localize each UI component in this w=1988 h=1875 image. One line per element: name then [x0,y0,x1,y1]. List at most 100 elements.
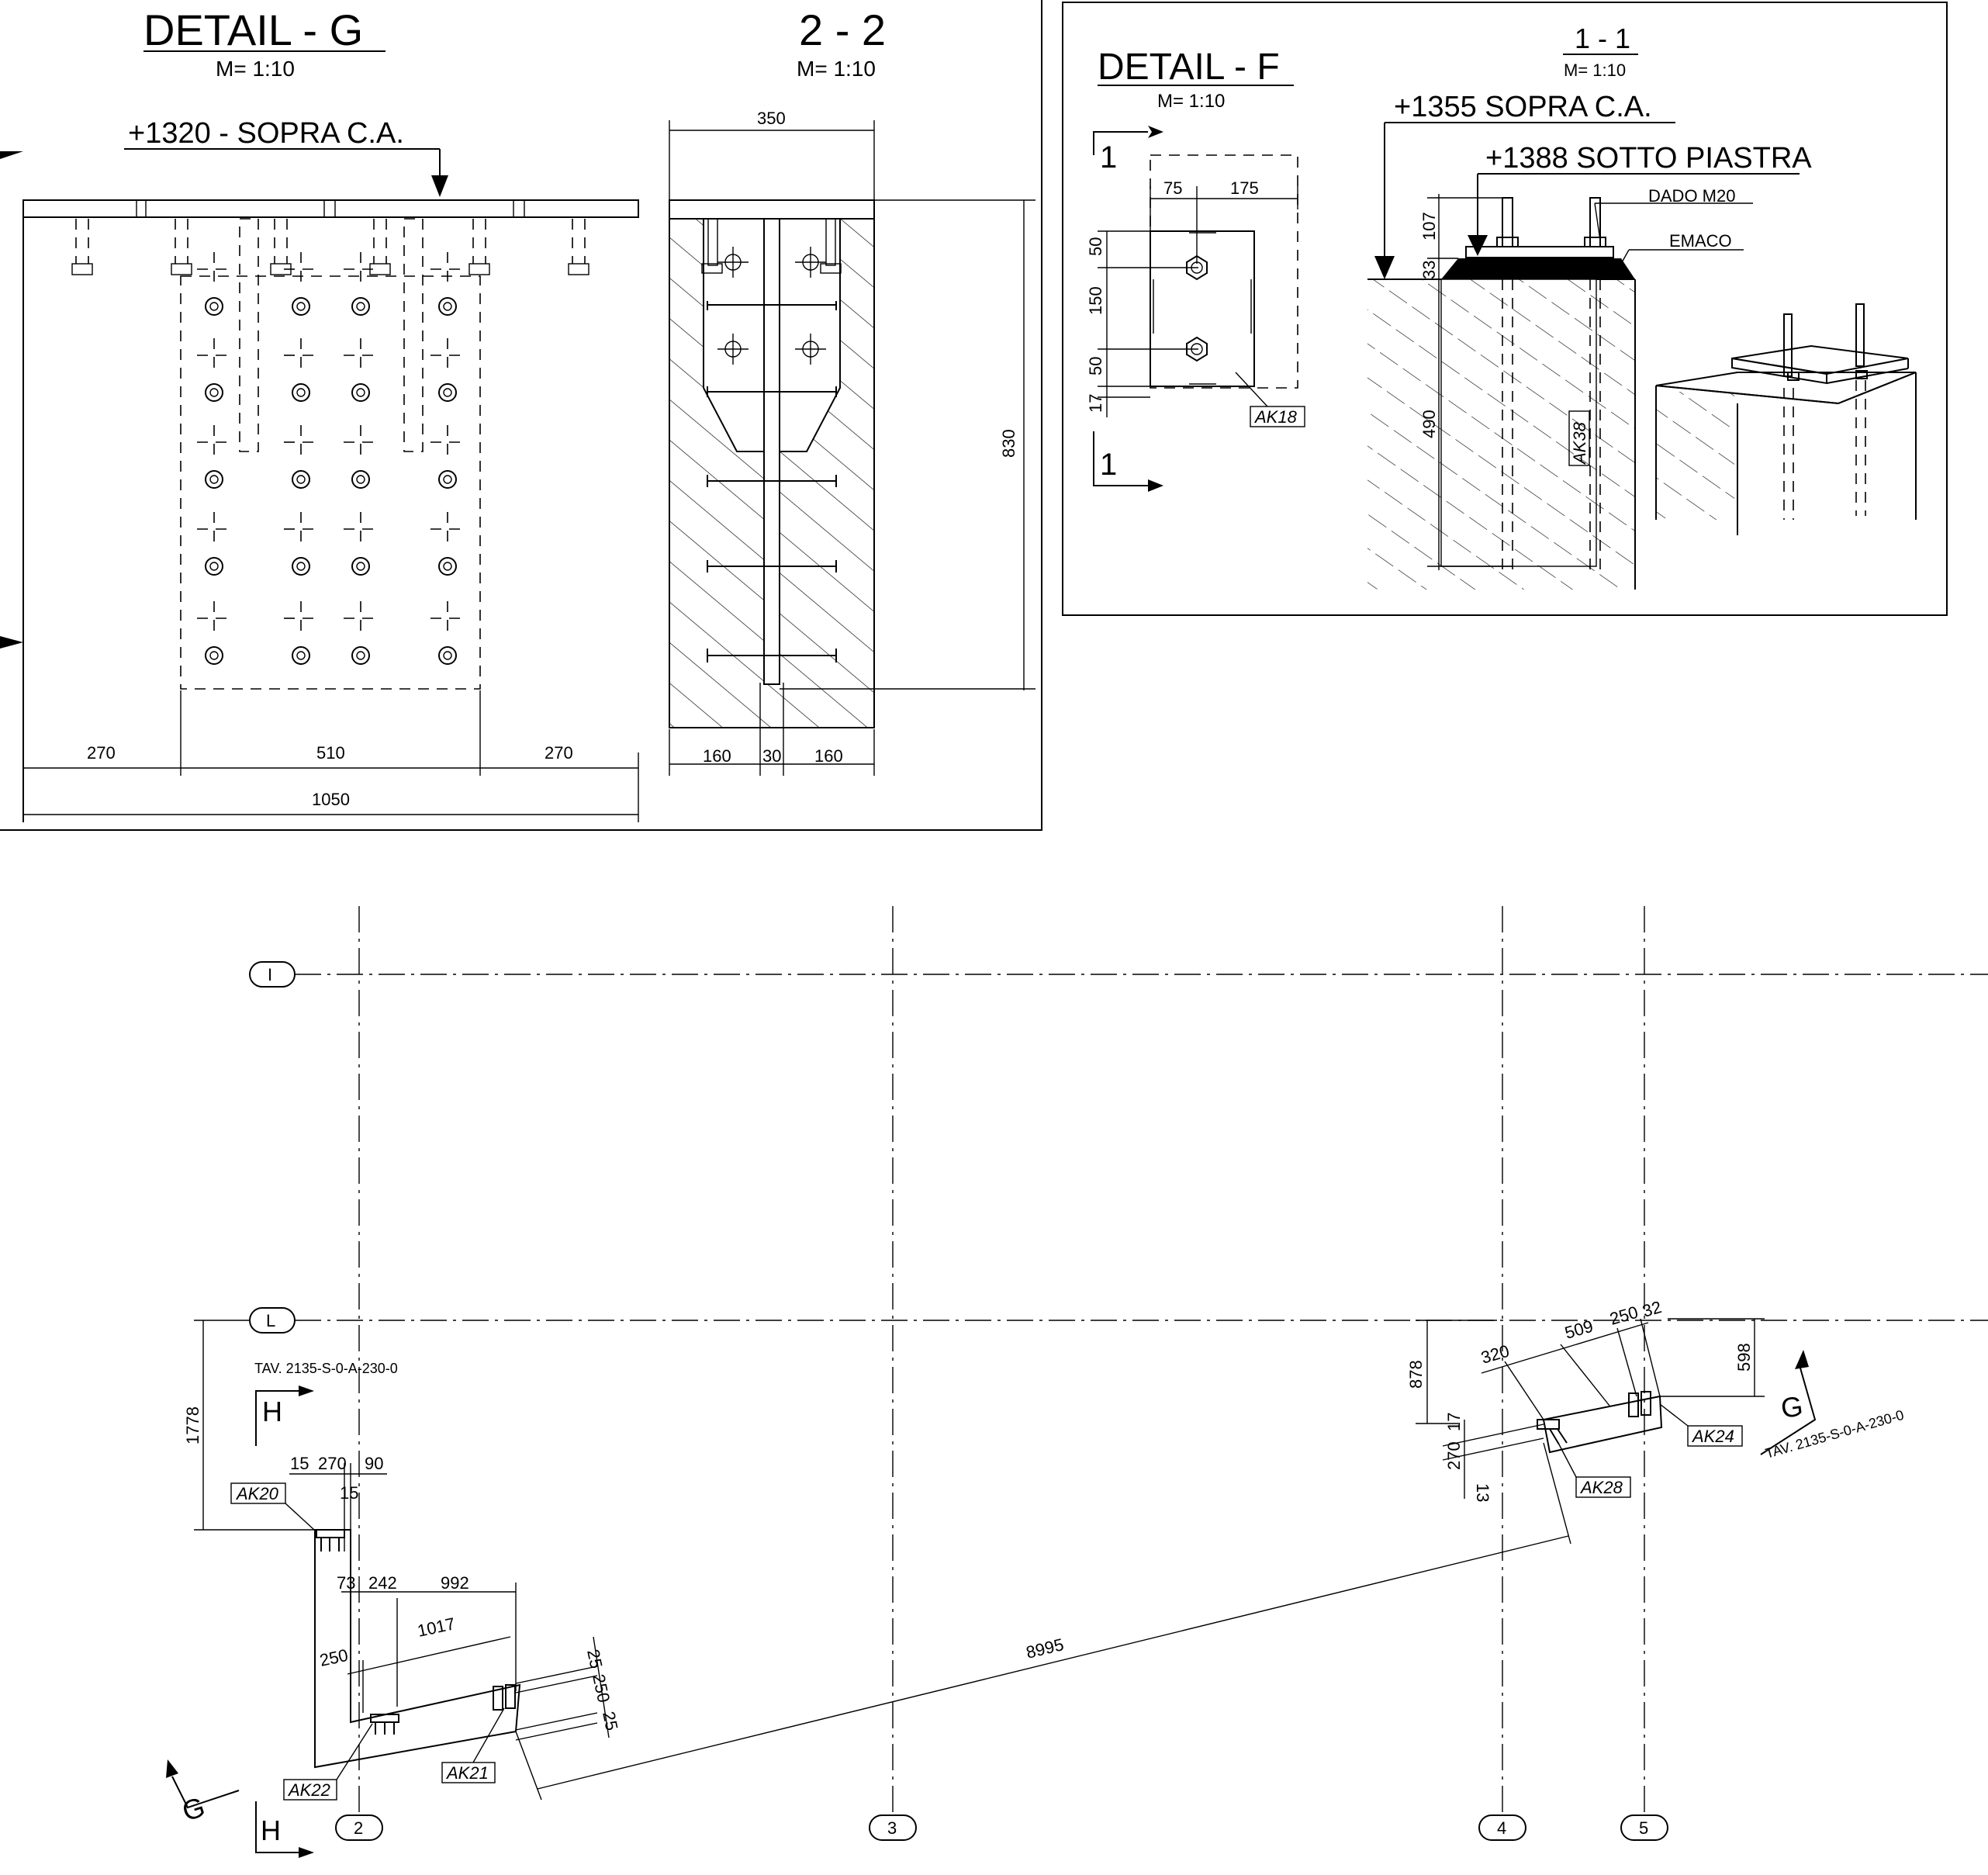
ak20-anchor-symbol [316,1529,345,1552]
tag-ak20-box [230,1482,286,1504]
dim-598: 598 [1734,1343,1754,1372]
dim-175: 175 [1230,178,1259,198]
detail-g-dimensions: 270 510 270 1050 [22,690,639,822]
dim-150: 150 [1086,286,1105,315]
anchor-bolt [197,601,231,665]
anchor-bolt [284,512,318,576]
base-plate-elevation [22,199,639,218]
grid-label-4: 4 [1497,1818,1506,1838]
section-h-bottom: H [261,1814,281,1846]
isometric-sketch [1655,303,1917,535]
elev-top-concrete: +1355 SOPRA C.A. [1394,91,1652,123]
embedded-bar-left [239,218,259,452]
grid-bubble-5 [1620,1814,1668,1841]
top-anchors-section [701,218,842,274]
anchor-bolt-grid [197,252,465,665]
tag-ak21-box [441,1762,496,1783]
plate-joints [136,200,525,217]
dim-1050: 1050 [312,790,350,809]
section-h-top: H [262,1396,282,1427]
tag-ak28: AK28 [1579,1478,1623,1497]
dim-830: 830 [999,429,1018,458]
anchor-rods-section [1496,197,1606,570]
anchor-bolt [284,338,318,402]
dim-13-r: 13 [1473,1483,1492,1502]
anchor-bolt [344,512,378,576]
right-slab-outline [1542,1395,1663,1454]
section-g-right: G [1779,1389,1804,1424]
detail-g-title: DETAIL - G [143,5,363,54]
anchor-bolt [344,338,378,402]
ak24-anchor-symbol [1628,1391,1651,1417]
detail-f-scale: M= 1:10 [1157,91,1225,112]
dim-8995: 8995 [1024,1635,1065,1662]
shear-studs [707,301,837,662]
dim-1778: 1778 [183,1406,202,1444]
embedded-bar-right [403,218,424,452]
dim-270-left: 270 [87,743,116,763]
section-22-title: 2 - 2 [799,5,886,54]
detail-f-title: DETAIL - F [1098,47,1280,88]
base-plate-section [1465,246,1614,258]
section-arrow-left-top [0,151,23,159]
dim-25-top: 25 [583,1648,607,1670]
grid-bubble-3 [869,1814,917,1841]
plan-view: I L 2 3 4 5 1778 TAV. 2135-S-0-A-230-0 H… [166,906,1988,1858]
anchor-bolt [430,601,465,665]
base-plate-plan [1150,230,1255,387]
tag-ak28-box [1575,1476,1631,1498]
detail-f-panel: DETAIL - F M= 1:10 1 1 75 175 [1062,2,1948,616]
detail-g-scale: M= 1:10 [216,57,295,81]
dim-250-right: 250 [589,1673,614,1704]
dim-1017: 1017 [416,1614,457,1641]
section-2-2: 2 - 2 M= 1:10 350 [669,5,1035,776]
dim-17-r: 17 [1444,1413,1464,1431]
tag-ak38-box [1568,410,1590,466]
dim-32: 32 [1640,1297,1663,1321]
detail-g-elevation: +1320 - SOPRA C.A. [128,117,404,150]
anchor-bolt [197,252,231,316]
anchor-bolt [344,601,378,665]
label-emaco: EMACO [1669,231,1732,251]
dim-50-bottom: 50 [1086,357,1105,375]
detail-g-frame [0,0,1042,831]
embedded-plate-outline [180,275,481,690]
emaco-grout [1441,258,1635,279]
dim-17: 17 [1086,394,1105,413]
tag-ak24: AK24 [1691,1427,1734,1446]
dim-490: 490 [1419,410,1439,438]
dim-line-8995 [537,1535,1569,1790]
label-nut-m20: DADO M20 [1648,186,1735,206]
tag-ak18-box [1250,406,1305,427]
section-mark-1-bottom: 1 [1100,448,1117,482]
anchor-bolt [430,425,465,489]
grid-label-i: I [268,965,272,984]
dim-73: 73 [337,1573,355,1593]
anchor-bolt [284,601,318,665]
dim-33: 33 [1419,261,1439,279]
tag-ak24-box [1687,1425,1743,1447]
ref-drawing-left: TAV. 2135-S-0-A-230-0 [254,1361,398,1376]
dim-15-b: 15 [340,1483,358,1503]
section-g-bottom: G [178,1790,209,1828]
ak28-anchor-symbol [1537,1419,1568,1445]
dim-242: 242 [368,1573,397,1593]
grid-label-5: 5 [1639,1818,1648,1838]
plate-section [669,199,875,220]
anchor-bolt [284,425,318,489]
central-web [763,218,780,685]
dim-107: 107 [1419,212,1439,240]
section-11-title: 1 - 1 [1575,22,1630,54]
dim-30: 30 [762,746,781,766]
anchor-bolt [430,252,465,316]
section-11-scale: M= 1:10 [1564,61,1626,80]
ak22-anchor-symbol [370,1714,399,1735]
left-slab-outline [314,1529,521,1769]
dim-90: 90 [365,1454,383,1473]
tag-ak22-box [283,1779,337,1801]
dim-75: 75 [1163,178,1182,198]
grid-bubble-i [249,961,296,988]
ak21-anchor-symbol [493,1684,516,1711]
grid-label-2: 2 [354,1818,363,1838]
dim-878: 878 [1406,1360,1426,1389]
